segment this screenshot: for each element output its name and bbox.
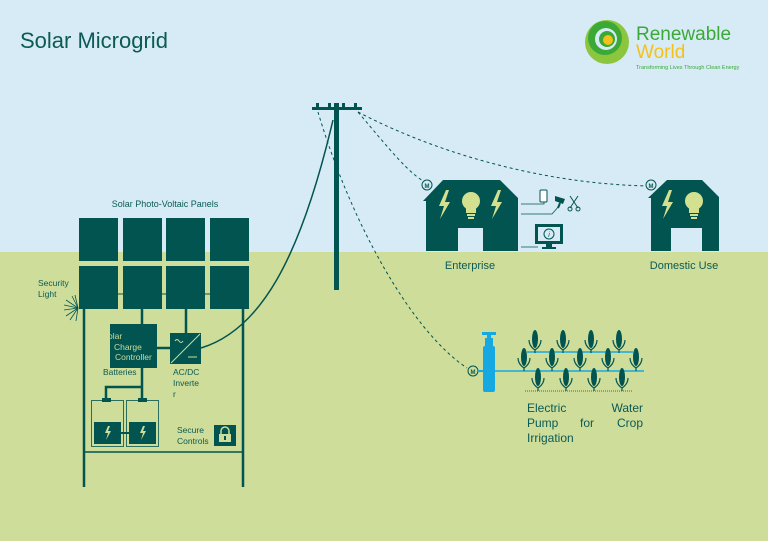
info-icon: i	[548, 232, 550, 239]
enterprise-label: Enterprise	[445, 260, 495, 272]
meter-label: M	[425, 184, 430, 190]
corn-plant-icon	[601, 348, 615, 371]
charge-controller-label-1: olar	[108, 331, 122, 341]
lightning-icon	[140, 426, 146, 440]
lightning-icon	[662, 190, 673, 219]
corn-plant-icon	[528, 330, 542, 353]
lock-icon	[214, 425, 236, 446]
lightning-icon	[439, 190, 450, 219]
meter-icon	[645, 179, 657, 191]
scissors-icon	[567, 195, 581, 212]
corn-plant-icon	[615, 368, 629, 391]
security-light-label-1: Security	[38, 278, 69, 288]
domestic-house: M	[645, 179, 719, 251]
solar-panel	[79, 266, 118, 309]
secure-controls-label-2: Controls	[177, 436, 209, 446]
solar-panel	[210, 266, 249, 309]
enterprise-building: M	[421, 179, 518, 251]
corn-plant-icon	[517, 348, 531, 371]
ac-dc-icon	[170, 333, 201, 364]
battery-2	[126, 398, 159, 447]
security-light-label-2: Light	[38, 289, 57, 299]
charge-controller-box	[110, 324, 157, 368]
solar-panel	[210, 218, 249, 261]
batteries-label: Batteries	[103, 367, 137, 377]
corn-plant-icon	[556, 330, 570, 353]
logo-tagline: Transforming Lives Through Clean Energy	[636, 65, 740, 71]
computer-icon: i	[535, 224, 563, 249]
solar-panel	[79, 218, 118, 261]
line-to-domestic	[357, 111, 652, 187]
pump-label-for: for	[580, 416, 594, 430]
solar-panel-array	[79, 218, 249, 309]
renewable-world-logo: Renewable World Transforming Lives Throu…	[585, 20, 740, 71]
corn-plant-icon	[531, 368, 545, 391]
meter-label: M	[649, 184, 654, 190]
corn-plant-icon	[584, 330, 598, 353]
utility-pole	[312, 103, 362, 290]
corn-plant-icon	[629, 348, 643, 371]
crop-field	[517, 330, 643, 391]
pump-label-crop: Crop	[617, 416, 643, 430]
logo-line1: Renewable	[636, 24, 731, 45]
lightbulb-icon	[462, 192, 480, 219]
line-to-pump	[317, 111, 468, 369]
corn-plant-icon	[612, 330, 626, 353]
pump-label-water: Water	[611, 401, 643, 415]
solar-panel	[166, 266, 205, 309]
pump-label-electric: Electric	[527, 401, 566, 415]
inverter-label-2: Inverte	[173, 378, 199, 388]
solar-panel	[123, 218, 162, 261]
logo-line2: World	[636, 42, 685, 63]
meter-label: M	[471, 370, 476, 376]
hairdryer-icon	[555, 196, 565, 209]
inverter-label-1: AC/DC	[173, 367, 199, 377]
solar-panel	[123, 266, 162, 309]
inverter-label-3: r	[173, 389, 176, 399]
corn-plant-icon	[587, 368, 601, 391]
security-light-icon	[63, 294, 79, 322]
pump-label-pump: Pump	[527, 416, 559, 430]
pump-label-irrigation: Irrigation	[527, 431, 574, 445]
charge-controller-label-3: Controller	[115, 352, 152, 362]
page-title: Solar Microgrid	[20, 28, 168, 53]
lightning-icon	[491, 190, 502, 219]
battery-wire	[104, 368, 144, 400]
charge-controller-label-2: Charge	[114, 342, 142, 352]
battery-1	[91, 398, 124, 447]
secure-controls-label-1: Secure	[177, 425, 204, 435]
lightbulb-icon	[685, 192, 703, 219]
solar-panel	[166, 218, 205, 261]
meter-icon	[421, 179, 433, 191]
line-to-enterprise	[357, 111, 428, 184]
lightning-icon	[105, 426, 111, 440]
sky	[0, 0, 768, 252]
corn-plant-icon	[545, 348, 559, 371]
panels-label: Solar Photo-Voltaic Panels	[112, 199, 219, 209]
power-cable	[200, 119, 334, 349]
corn-plant-icon	[559, 368, 573, 391]
phone-icon	[539, 189, 548, 203]
corn-plant-icon	[573, 348, 587, 371]
domestic-label: Domestic Use	[650, 260, 718, 272]
